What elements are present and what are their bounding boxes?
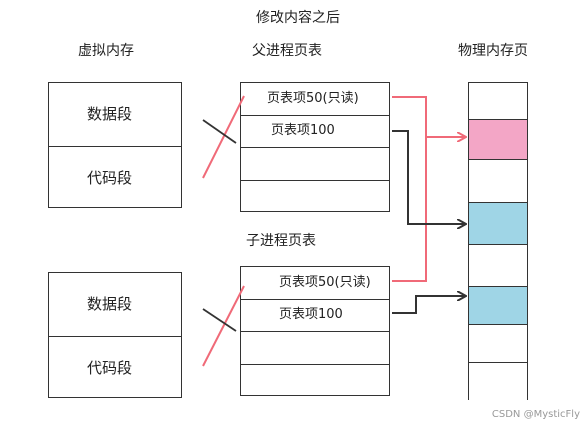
parent-entry-100 [241, 115, 389, 147]
parent-code-segment-label: 代码段 [87, 169, 133, 187]
watermark: CSDN @MysticFly [491, 409, 580, 420]
physical-page [469, 159, 527, 202]
child-code-segment-label: 代码段 [87, 359, 133, 377]
child-entry-100 [241, 299, 389, 331]
parent-entry-50-label: 页表项50(只读) [267, 91, 359, 106]
physical-page [469, 362, 527, 401]
child-data-segment-label: 数据段 [87, 295, 133, 313]
child-page-table: 页表项50(只读) 页表项100 [240, 266, 390, 396]
parent-entry-empty [241, 180, 389, 213]
parent-page-table: 页表项50(只读) 页表项100 [240, 82, 390, 212]
parent-data-to-entry100-link [202, 119, 237, 144]
physical-page [469, 83, 527, 119]
physical-page-blue [469, 202, 527, 244]
parent-data-segment-label: 数据段 [87, 105, 133, 123]
parent-virtual-memory: 数据段 代码段 [48, 82, 182, 208]
child-data-to-entry100-link [202, 308, 237, 332]
physical-page [469, 324, 527, 362]
virtual-memory-header: 虚拟内存 [78, 43, 134, 59]
diagram-title: 修改内容之后 [256, 10, 340, 26]
physical-page [469, 244, 527, 286]
child-entry100-arrow [392, 296, 465, 314]
child-entry-50-label: 页表项50(只读) [279, 275, 371, 290]
child-entry-empty [241, 364, 389, 397]
parent-entry-empty [241, 147, 389, 180]
physical-memory [468, 82, 528, 401]
child-entry-empty [241, 331, 389, 364]
parent-entry-100-label: 页表项100 [271, 123, 335, 138]
physical-page-pink [469, 119, 527, 159]
child-virtual-memory: 数据段 代码段 [48, 272, 182, 398]
parent-code-segment [49, 146, 181, 209]
physical-memory-header: 物理内存页 [458, 43, 528, 59]
parent-entry100-arrow [392, 130, 465, 224]
child-entry-100-label: 页表项100 [279, 307, 343, 322]
parent-code-to-entry50-link [202, 95, 245, 179]
child-code-segment [49, 336, 181, 399]
parent-page-table-header: 父进程页表 [252, 43, 322, 59]
child-entry50-arrow [392, 137, 427, 282]
physical-page-blue [469, 286, 527, 324]
child-code-to-entry50-link [202, 285, 245, 367]
child-page-table-header: 子进程页表 [246, 233, 316, 249]
parent-entry50-arrow [392, 96, 465, 137]
